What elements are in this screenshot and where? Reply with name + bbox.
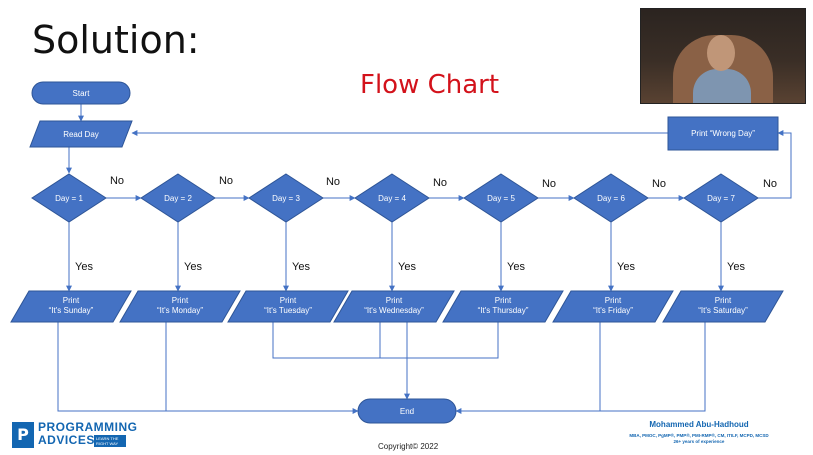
output-text-3: “It's Tuesday” bbox=[264, 306, 312, 315]
decision-label-6: Day = 6 bbox=[597, 194, 625, 203]
decision-day-5 bbox=[463, 173, 539, 223]
flow-chart-title: Flow Chart bbox=[360, 70, 500, 100]
output-text-1: “It's Sunday” bbox=[49, 306, 94, 315]
start-label: Start bbox=[73, 89, 91, 98]
output-print-label-3: Print bbox=[280, 296, 297, 305]
output-print-label-5: Print bbox=[495, 296, 512, 305]
edge-no-7-to-wrong bbox=[758, 130, 792, 199]
output-print-label-4: Print bbox=[386, 296, 403, 305]
logo-text-line1: PROGRAMMING bbox=[38, 420, 138, 434]
slide-title: Solution: bbox=[32, 18, 200, 62]
decision-day-7 bbox=[683, 173, 759, 223]
decision-label-5: Day = 5 bbox=[487, 194, 515, 203]
edge-saturday-to-end bbox=[600, 322, 706, 412]
webcam-presenter-head bbox=[707, 35, 735, 71]
no-label-3: No bbox=[326, 176, 340, 188]
yes-label-7: Yes bbox=[727, 261, 745, 273]
yes-label-4: Yes bbox=[398, 261, 416, 273]
output-day-2 bbox=[119, 290, 241, 323]
logo-icon: P bbox=[12, 422, 34, 448]
logo-tagline: LEARN THE RIGHT WAY bbox=[94, 435, 126, 447]
yes-label-6: Yes bbox=[617, 261, 635, 273]
no-label-6: No bbox=[652, 178, 666, 190]
output-day-3 bbox=[227, 290, 349, 323]
end-label: End bbox=[400, 407, 414, 416]
edge-sunday-to-end bbox=[57, 322, 359, 414]
output-day-7 bbox=[662, 290, 784, 323]
output-text-4: “It's Wednesday” bbox=[364, 306, 424, 315]
decision-day-2 bbox=[140, 173, 216, 223]
logo-text-line2: ADVICES bbox=[38, 433, 95, 447]
author-credentials: MBA, PMOC, PgMP®, PMP®, PMI-RMP®, CM, IT… bbox=[629, 433, 769, 438]
yes-label-5: Yes bbox=[507, 261, 525, 273]
start-terminal bbox=[31, 81, 131, 105]
programming-advices-logo: P PROGRAMMING ADVICES LEARN THE RIGHT WA… bbox=[10, 420, 138, 450]
copyright-text: Copyright© 2022 bbox=[378, 442, 439, 451]
wrong-day-output bbox=[667, 116, 779, 151]
end-terminal bbox=[357, 398, 457, 424]
yes-label-2: Yes bbox=[184, 261, 202, 273]
yes-label-1: Yes bbox=[75, 261, 93, 273]
read-day-input bbox=[29, 120, 133, 148]
no-label-5: No bbox=[542, 178, 556, 190]
author-block: Mohammed Abu-Hadhoud MBA, PMOC, PgMP®, P… bbox=[599, 420, 799, 444]
edge-thursday-merge bbox=[407, 322, 499, 359]
no-label-4: No bbox=[433, 177, 447, 189]
decision-day-1 bbox=[31, 173, 107, 223]
wrong-day-label: Print “Wrong Day” bbox=[691, 129, 755, 138]
output-print-label-1: Print bbox=[63, 296, 80, 305]
presenter-webcam bbox=[640, 8, 806, 104]
no-label-7: No bbox=[763, 178, 777, 190]
no-label-1: No bbox=[110, 175, 124, 187]
author-name: Mohammed Abu-Hadhoud bbox=[649, 420, 749, 429]
decision-label-7: Day = 7 bbox=[707, 194, 735, 203]
webcam-presenter-body bbox=[693, 69, 751, 103]
output-text-2: “It's Monday” bbox=[157, 306, 203, 315]
decision-label-2: Day = 2 bbox=[164, 194, 192, 203]
output-day-5 bbox=[442, 290, 564, 323]
output-print-label-6: Print bbox=[605, 296, 622, 305]
author-experience: 26+ years of experience bbox=[673, 439, 725, 444]
decision-label-1: Day = 1 bbox=[55, 194, 83, 203]
decision-label-4: Day = 4 bbox=[378, 194, 406, 203]
output-day-6 bbox=[552, 290, 674, 323]
no-label-2: No bbox=[219, 175, 233, 187]
output-text-7: “It's Saturday” bbox=[698, 306, 748, 315]
output-print-label-2: Print bbox=[172, 296, 189, 305]
decision-day-3 bbox=[248, 173, 324, 223]
yes-label-3: Yes bbox=[292, 261, 310, 273]
output-day-4 bbox=[333, 290, 455, 323]
read-day-label: Read Day bbox=[63, 130, 99, 139]
edge-friday-to-end bbox=[455, 322, 601, 414]
output-text-5: “It's Thursday” bbox=[478, 306, 529, 315]
decision-day-4 bbox=[354, 173, 430, 223]
output-text-6: “It's Friday” bbox=[593, 306, 633, 315]
output-day-1 bbox=[10, 290, 132, 323]
output-print-label-7: Print bbox=[715, 296, 732, 305]
edge-tuesday-merge bbox=[272, 322, 407, 359]
decision-label-3: Day = 3 bbox=[272, 194, 300, 203]
decision-day-6 bbox=[573, 173, 649, 223]
